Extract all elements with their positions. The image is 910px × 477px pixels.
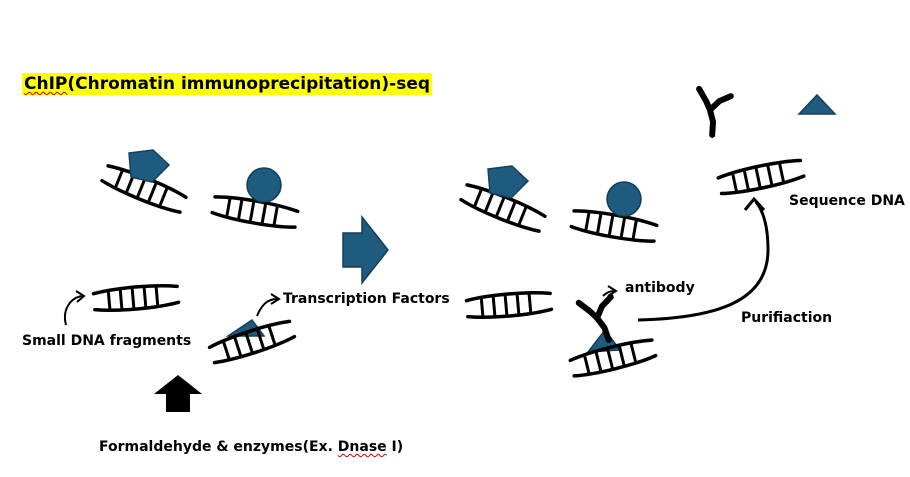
pointer-arrow-transcription-factors xyxy=(256,293,281,317)
page-title: ChIP(Chromatin immunoprecipitation)-seq xyxy=(22,73,433,95)
label-reagents: Formaldehyde & enzymes(Ex. Dnase I) xyxy=(99,440,403,454)
label-sequence-dna: Sequence DNA xyxy=(789,193,905,209)
reagents-prefix: Formaldehyde & enzymes(Ex. xyxy=(99,439,338,455)
dna-circle-complex-mid xyxy=(568,181,660,246)
purification-arrow xyxy=(637,196,770,322)
circle-transcription-factor xyxy=(246,167,282,203)
title-rest: (Chromatin immunoprecipitation)-seq xyxy=(67,74,431,94)
process-arrow-icon xyxy=(342,214,389,286)
dna-antibody-complex xyxy=(567,288,659,381)
dna-triangle-complex-left xyxy=(206,316,298,368)
circle-transcription-factor xyxy=(606,181,642,217)
dna-fragment-free-mid xyxy=(464,288,554,322)
reagents-suffix: I) xyxy=(386,439,404,455)
label-transcription-factors: Transcription Factors xyxy=(283,291,450,307)
pentagon-transcription-factor xyxy=(487,165,530,199)
pointer-arrow-small-dna xyxy=(64,290,86,326)
antibody-free-icon xyxy=(699,86,734,136)
pointer-arrow-antibody xyxy=(602,285,618,297)
dna-fragment-sequenced xyxy=(715,155,807,199)
label-purification: Purifiaction xyxy=(741,310,833,326)
label-small-dna-fragments: Small DNA fragments xyxy=(22,333,192,349)
title-chip-word: ChIP xyxy=(24,74,68,94)
dna-fragment-free-left xyxy=(91,281,181,315)
pentagon-transcription-factor xyxy=(128,149,171,183)
dna-circle-complex-left xyxy=(209,167,301,232)
triangle-transcription-factor-free xyxy=(797,93,837,115)
up-arrow-icon xyxy=(154,375,202,412)
reagents-dnase: Dnase xyxy=(337,439,387,455)
dna-pentagon-complex-left xyxy=(99,149,189,217)
label-antibody: antibody xyxy=(625,280,695,296)
dna-pentagon-complex-mid xyxy=(458,165,548,236)
